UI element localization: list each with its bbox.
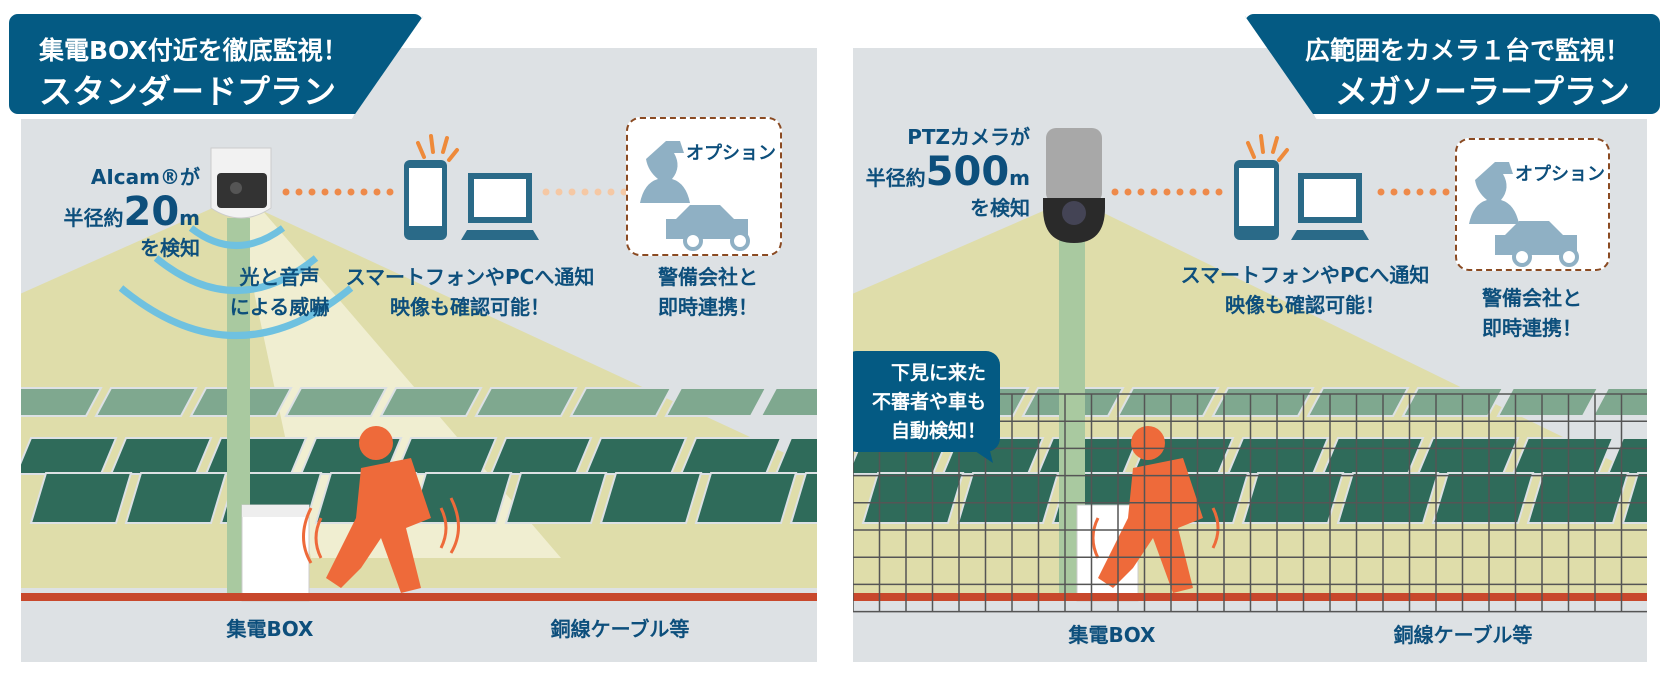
solar-panel <box>1431 472 1535 524</box>
security-guard-and-patrol-car-icon <box>1469 162 1579 267</box>
solar-panel <box>1116 387 1220 417</box>
header-title: スタンダードプラン <box>39 72 336 111</box>
solar-panel <box>789 472 817 524</box>
notification-icon <box>1246 134 1289 162</box>
solar-panel <box>1401 387 1505 417</box>
sound-waves <box>118 225 354 339</box>
cable-label: 銅線ケーブル等 <box>1393 623 1533 647</box>
notification-icon <box>416 134 459 162</box>
solar-panel <box>1211 387 1315 417</box>
standard-scene <box>21 134 817 602</box>
intruder-figure <box>302 426 460 593</box>
solar-panel <box>664 387 768 417</box>
option-box: オプション <box>626 117 782 256</box>
solar-panel <box>861 472 965 524</box>
solar-panel <box>599 472 703 524</box>
solar-panel <box>124 472 228 524</box>
box-label: 集電BOX <box>1068 623 1156 647</box>
pc-monitor-icon <box>461 173 539 240</box>
solar-panel <box>21 437 118 475</box>
solar-panel <box>1416 437 1520 475</box>
dotted-connector <box>282 188 394 196</box>
detection-speech-bubble: 下見に来た不審者や車も自動検知！ <box>853 351 1000 452</box>
junction-box <box>241 504 310 602</box>
solar-panel <box>956 472 1060 524</box>
solar-panels <box>21 387 817 524</box>
smartphone-icon <box>1234 160 1279 240</box>
fence-grid <box>853 393 1647 613</box>
solar-panel <box>1241 472 1345 524</box>
megasolar-scene <box>853 128 1647 613</box>
solar-panel <box>204 437 308 475</box>
security-caption: 警備会社と即時連携！ <box>658 265 758 319</box>
camera-caption: PTZカメラが 半径約500m を検知 <box>865 125 1030 220</box>
pc-monitor-icon <box>1291 173 1369 240</box>
solar-panel <box>504 472 608 524</box>
deterrence-caption: 光と音声による威嚇 <box>229 265 330 319</box>
header-subtitle: 広範囲をカメラ１台で監視！ <box>1304 36 1630 65</box>
solar-panel <box>489 437 593 475</box>
solar-panel <box>1526 472 1630 524</box>
solar-panel <box>584 437 688 475</box>
security-guard-and-patrol-car-icon <box>640 141 750 251</box>
header-title: メガソーラープラン <box>1334 72 1630 111</box>
camera-caption: AIcam®が 半径約20m を検知 <box>63 165 200 260</box>
solar-panel <box>759 387 817 417</box>
standard-plan-panel: オプション <box>21 48 817 662</box>
security-caption: 警備会社と即時連携！ <box>1482 286 1582 340</box>
camera-pole <box>227 218 250 598</box>
option-label: オプション <box>686 143 776 164</box>
solar-panel <box>29 472 133 524</box>
cable-label: 銅線ケーブル等 <box>550 617 690 641</box>
box-label: 集電BOX <box>226 617 314 641</box>
smartphone-icon <box>404 160 447 240</box>
notify-caption: スマートフォンやPCへ通知映像も確認可能！ <box>1180 263 1430 317</box>
ground-cable <box>21 593 817 601</box>
notify-caption: スマートフォンやPCへ通知映像も確認可能！ <box>345 265 595 319</box>
megasolar-plan-header: 広範囲をカメラ１台で監視！ メガソーラープラン <box>1240 9 1665 119</box>
solar-panel <box>1336 472 1440 524</box>
solar-panel <box>474 387 578 417</box>
solar-panel <box>569 387 673 417</box>
solar-panel <box>284 387 388 417</box>
solar-panel <box>109 437 213 475</box>
solar-panel <box>1621 472 1647 524</box>
ptz-camera-icon <box>1043 128 1105 243</box>
megasolar-plan-panel: オプション 下見に来た不審者や車も自動検知！ <box>853 48 1647 662</box>
intruder-figure <box>1091 426 1220 593</box>
option-label: オプション <box>1515 164 1605 185</box>
dotted-connector <box>1111 188 1450 196</box>
solar-panel <box>679 437 783 475</box>
header-subtitle: 集電BOX付近を徹底監視！ <box>39 36 348 65</box>
solar-panel <box>21 387 103 417</box>
solar-panel <box>1496 387 1600 417</box>
solar-panel <box>774 437 817 475</box>
solar-panel <box>94 387 198 417</box>
solar-panel <box>1321 437 1425 475</box>
solar-panel <box>1226 437 1330 475</box>
dotted-connector-option <box>542 188 628 196</box>
solar-panel <box>1606 437 1647 475</box>
solar-panel <box>1591 387 1647 417</box>
detection-radius: 500 <box>925 149 1010 195</box>
detection-radius: 20 <box>123 189 180 235</box>
solar-panel <box>694 472 798 524</box>
option-box: オプション <box>1455 138 1610 271</box>
solar-panel <box>1306 387 1410 417</box>
solar-panel <box>1511 437 1615 475</box>
solar-panel <box>379 387 483 417</box>
aicam-camera-icon <box>210 147 272 219</box>
solar-panel <box>1036 437 1140 475</box>
